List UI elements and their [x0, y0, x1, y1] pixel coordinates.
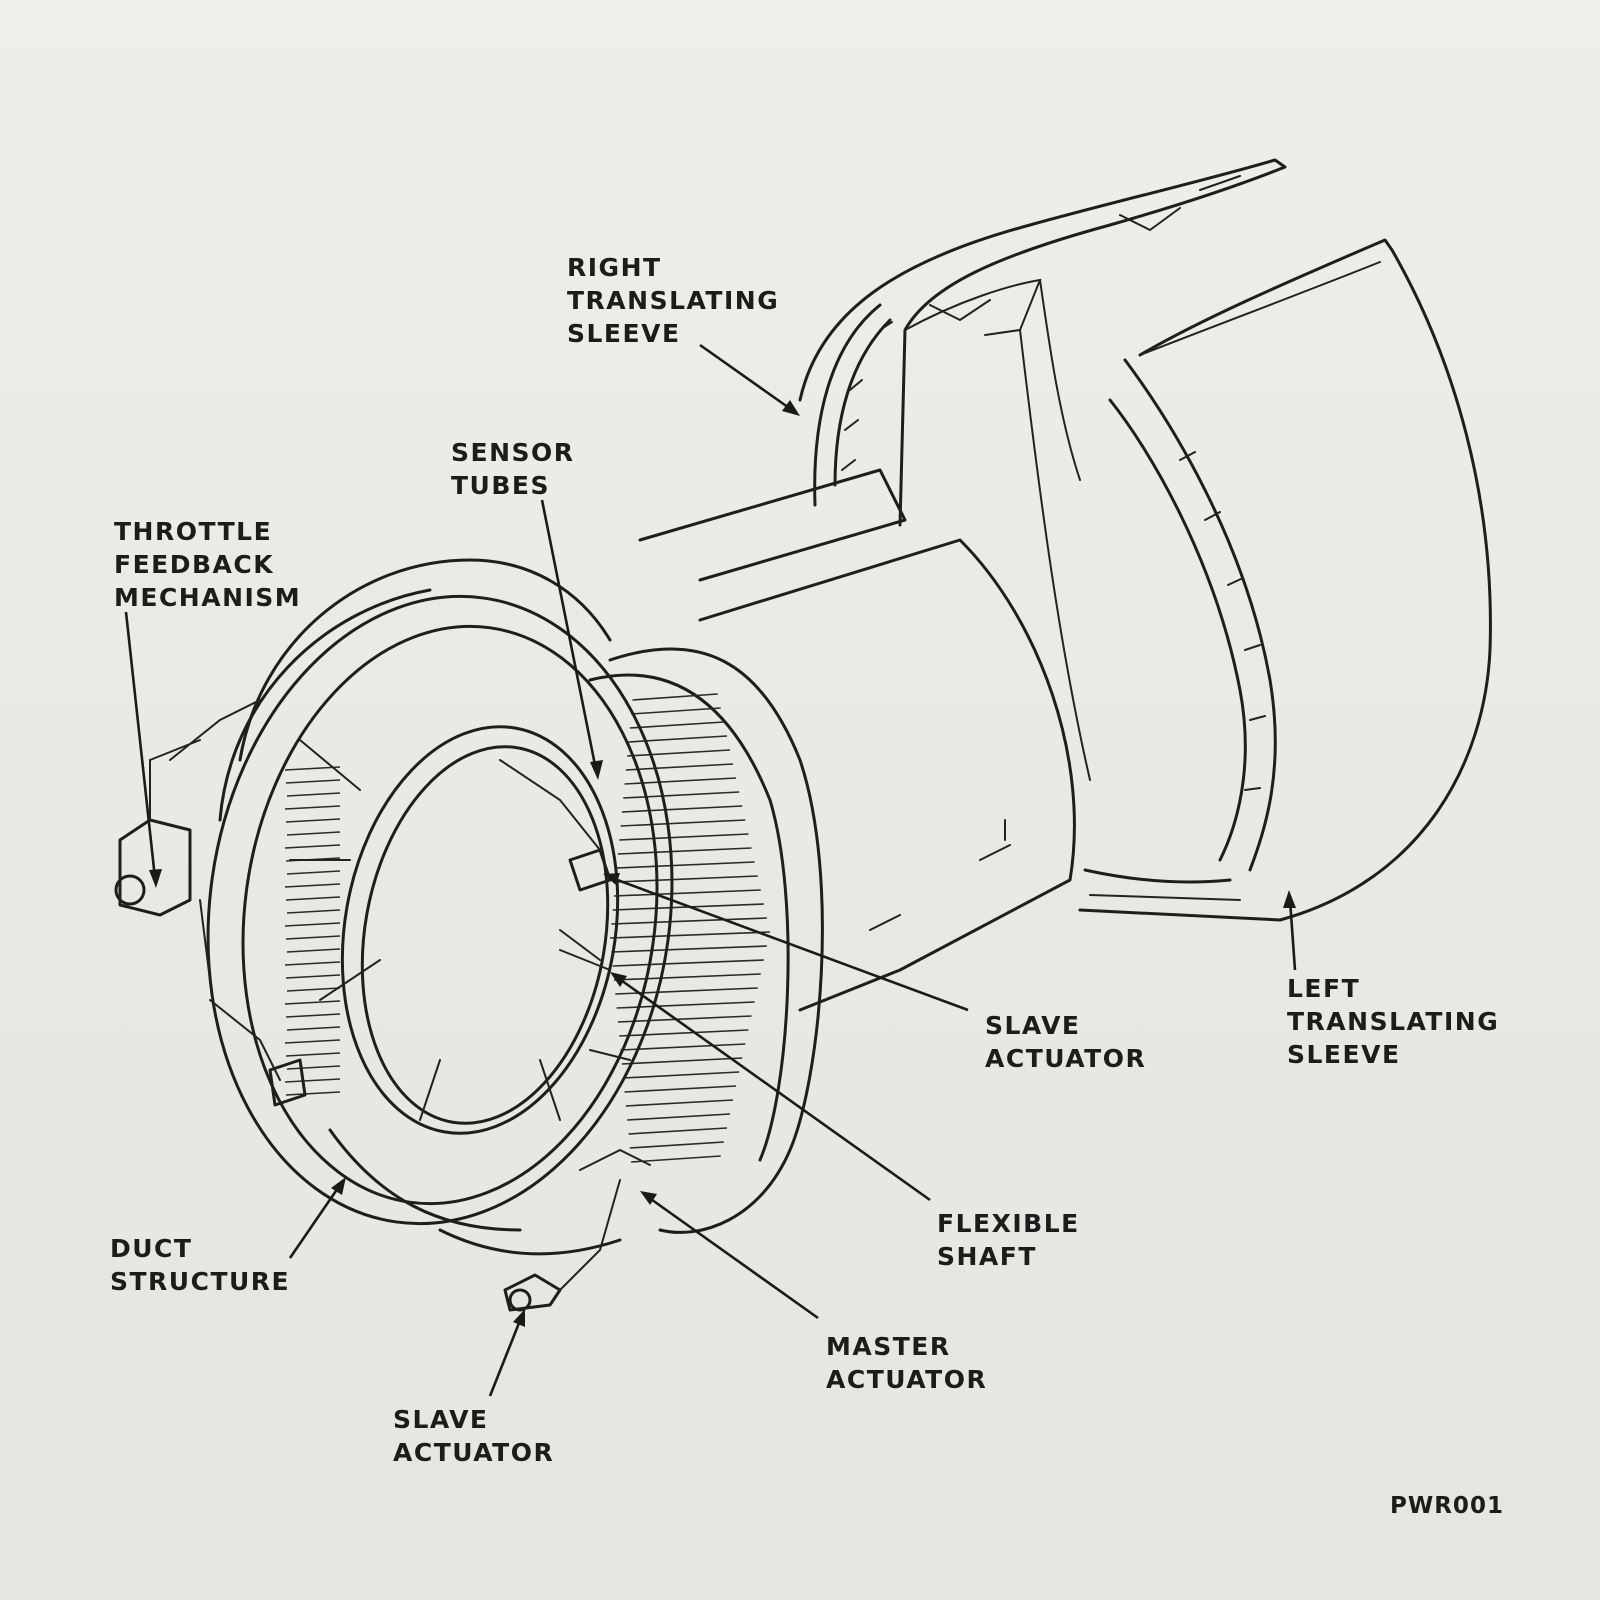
- hatch-line: [286, 870, 341, 875]
- hatch-line: [631, 707, 721, 715]
- hatch-line: [285, 974, 341, 979]
- hatch-line: [284, 1000, 341, 1005]
- left-translating-sleeve-shape: [1019, 238, 1492, 922]
- hatch-line: [284, 883, 341, 888]
- label-line: MECHANISM: [114, 583, 302, 612]
- hatch-line: [285, 896, 341, 901]
- cascade-drum-shape: [284, 647, 824, 1234]
- label-line: SENSOR: [451, 438, 575, 467]
- label-line: TUBES: [451, 471, 550, 500]
- label-line: SLAVE: [393, 1405, 489, 1434]
- hatch-line: [619, 833, 749, 841]
- hatch-line: [621, 805, 743, 813]
- hatch-line: [284, 1039, 341, 1044]
- label-master-actuator: MASTER ACTUATOR: [826, 1330, 987, 1396]
- hatch-line: [620, 1043, 746, 1051]
- hatch-line: [612, 959, 764, 967]
- label-slave-actuator-right: SLAVE ACTUATOR: [985, 1009, 1146, 1075]
- label-right-translating-sleeve: RIGHT TRANSLATING SLEEVE: [567, 251, 779, 350]
- label-sensor-tubes: SENSOR TUBES: [451, 436, 575, 502]
- label-line: LEFT: [1287, 974, 1361, 1003]
- right-translating-sleeve-shape: [798, 158, 1287, 527]
- hatch-line: [284, 922, 341, 927]
- label-left-translating-sleeve: LEFT TRANSLATING SLEEVE: [1287, 972, 1499, 1071]
- hatch-line: [627, 749, 731, 757]
- hatch-line: [624, 1085, 737, 1093]
- hatch-line: [284, 961, 341, 966]
- hatch-line: [616, 861, 755, 869]
- label-line: FLEXIBLE: [937, 1209, 1080, 1238]
- hatch-line: [629, 721, 724, 729]
- hatch-line: [286, 909, 341, 914]
- label-line: ACTUATOR: [393, 1438, 555, 1467]
- hatch-line: [632, 693, 718, 701]
- label-line: TRANSLATING: [567, 286, 780, 315]
- label-throttle-feedback-mechanism: THROTTLE FEEDBACK MECHANISM: [114, 515, 301, 614]
- hatch-line: [617, 847, 752, 855]
- label-line: THROTTLE: [114, 517, 273, 546]
- hatch-line: [285, 779, 341, 784]
- hatch-line: [620, 819, 746, 827]
- label-line: ACTUATOR: [985, 1044, 1147, 1073]
- figure-code: PWR001: [1390, 1493, 1504, 1519]
- hatch-line: [631, 1155, 721, 1163]
- hatch-line: [625, 1099, 734, 1107]
- hatch-line: [286, 1065, 341, 1070]
- hatch-line: [285, 1013, 341, 1018]
- hatch-line: [284, 1078, 341, 1083]
- label-slave-actuator-bottom: SLAVE ACTUATOR: [393, 1403, 554, 1469]
- hatch-line: [619, 1029, 749, 1037]
- label-line: SLAVE: [985, 1011, 1081, 1040]
- hatch-line: [285, 818, 341, 823]
- hatch-line: [623, 1071, 740, 1079]
- hatch-line: [285, 1091, 341, 1096]
- actuator-hardware-shape: [114, 699, 651, 1312]
- hatch-line: [286, 987, 341, 992]
- label-line: SLEEVE: [1287, 1040, 1401, 1069]
- label-line: DUCT: [110, 1234, 193, 1263]
- hatch-line: [609, 931, 771, 939]
- cascade-hatching: [284, 693, 771, 1163]
- hatch-line: [611, 917, 767, 925]
- hatch-line: [613, 889, 761, 897]
- label-line: SLEEVE: [567, 319, 681, 348]
- hatch-line: [615, 875, 758, 883]
- hatch-line: [625, 763, 734, 771]
- hatch-line: [629, 1141, 724, 1149]
- leader-lines: [124, 343, 1297, 1397]
- hatch-line: [628, 1127, 727, 1135]
- hatch-line: [611, 945, 767, 953]
- hatch-line: [284, 844, 341, 849]
- label-line: MASTER: [826, 1332, 951, 1361]
- label-line: RIGHT: [567, 253, 662, 282]
- hatch-line: [284, 766, 341, 771]
- label-line: ACTUATOR: [826, 1365, 988, 1394]
- hatch-line: [286, 948, 341, 953]
- hatch-line: [284, 805, 341, 810]
- duct-structure-shape: [206, 558, 674, 1256]
- hatch-line: [286, 1026, 341, 1031]
- hatch-line: [617, 1015, 752, 1023]
- hatch-line: [623, 791, 740, 799]
- label-flexible-shaft: FLEXIBLE SHAFT: [937, 1207, 1080, 1273]
- label-line: TRANSLATING: [1287, 1007, 1500, 1036]
- hatch-line: [285, 1052, 341, 1057]
- hatch-line: [285, 935, 341, 940]
- hatch-line: [286, 831, 341, 836]
- hatch-line: [621, 1057, 743, 1065]
- centre-body-shape: [638, 468, 1076, 1012]
- hatch-line: [627, 1113, 731, 1121]
- label-duct-structure: DUCT STRUCTURE: [110, 1232, 290, 1298]
- label-line: FEEDBACK: [114, 550, 275, 579]
- hatch-line: [286, 792, 341, 797]
- label-line: SHAFT: [937, 1242, 1037, 1271]
- hatch-line: [613, 973, 761, 981]
- label-line: STRUCTURE: [110, 1267, 291, 1296]
